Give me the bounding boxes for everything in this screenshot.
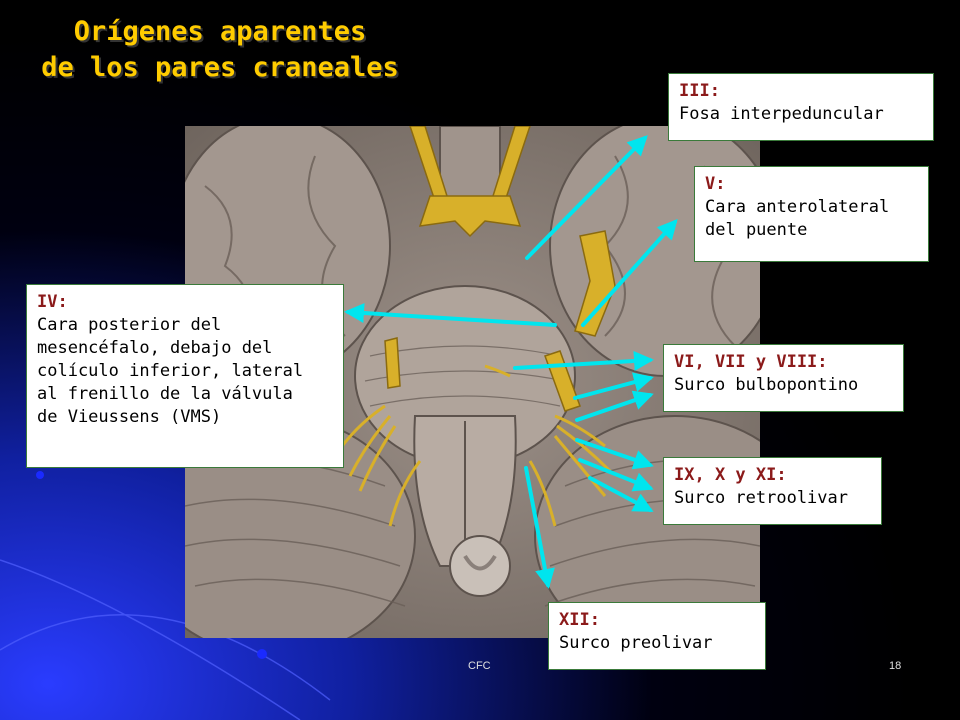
label-header-iii: III: [679, 81, 720, 101]
title-line-1: Orígenes aparentes [73, 16, 367, 47]
label-header-iv: IV: [37, 292, 68, 312]
footer-author: CFC [468, 660, 491, 672]
label-header-v: V: [705, 174, 726, 194]
label-header-ix-x-xi: IX, X y XI: [674, 465, 787, 485]
label-box-iii: III: Fosa interpeduncular [668, 73, 934, 141]
label-box-vi-vii-viii: VI, VII y VIII: Surco bulbopontino [663, 344, 904, 412]
label-text-iv-line4: al frenillo de la válvula [37, 384, 293, 404]
label-text-iv-line3: colículo inferior, lateral [37, 361, 304, 381]
label-text-iv-line5: de Vieussens (VMS) [37, 407, 222, 427]
label-text-ix-x-xi: Surco retroolivar [674, 488, 848, 508]
label-box-iv: IV: Cara posterior del mesencéfalo, deba… [26, 284, 344, 468]
label-text-iii: Fosa interpeduncular [679, 104, 884, 124]
label-box-ix-x-xi: IX, X y XI: Surco retroolivar [663, 457, 882, 525]
title-line-2: de los pares craneales [41, 52, 399, 83]
label-text-v-line2: del puente [705, 220, 808, 240]
label-text-iv-line1: Cara posterior del [37, 315, 222, 335]
slide-title: Orígenes aparentes de los pares craneale… [20, 14, 420, 86]
label-box-v: V: Cara anterolateral del puente [694, 166, 929, 262]
label-header-vi-vii-viii: VI, VII y VIII: [674, 352, 828, 372]
label-text-xii: Surco preolivar [559, 633, 713, 653]
label-box-xii: XII: Surco preolivar [548, 602, 766, 670]
label-text-vi-vii-viii: Surco bulbopontino [674, 375, 859, 395]
label-text-v-line1: Cara anterolateral [705, 197, 890, 217]
slide-number: 18 [889, 660, 902, 672]
label-text-iv-line2: mesencéfalo, debajo del [37, 338, 273, 358]
label-header-xii: XII: [559, 610, 600, 630]
